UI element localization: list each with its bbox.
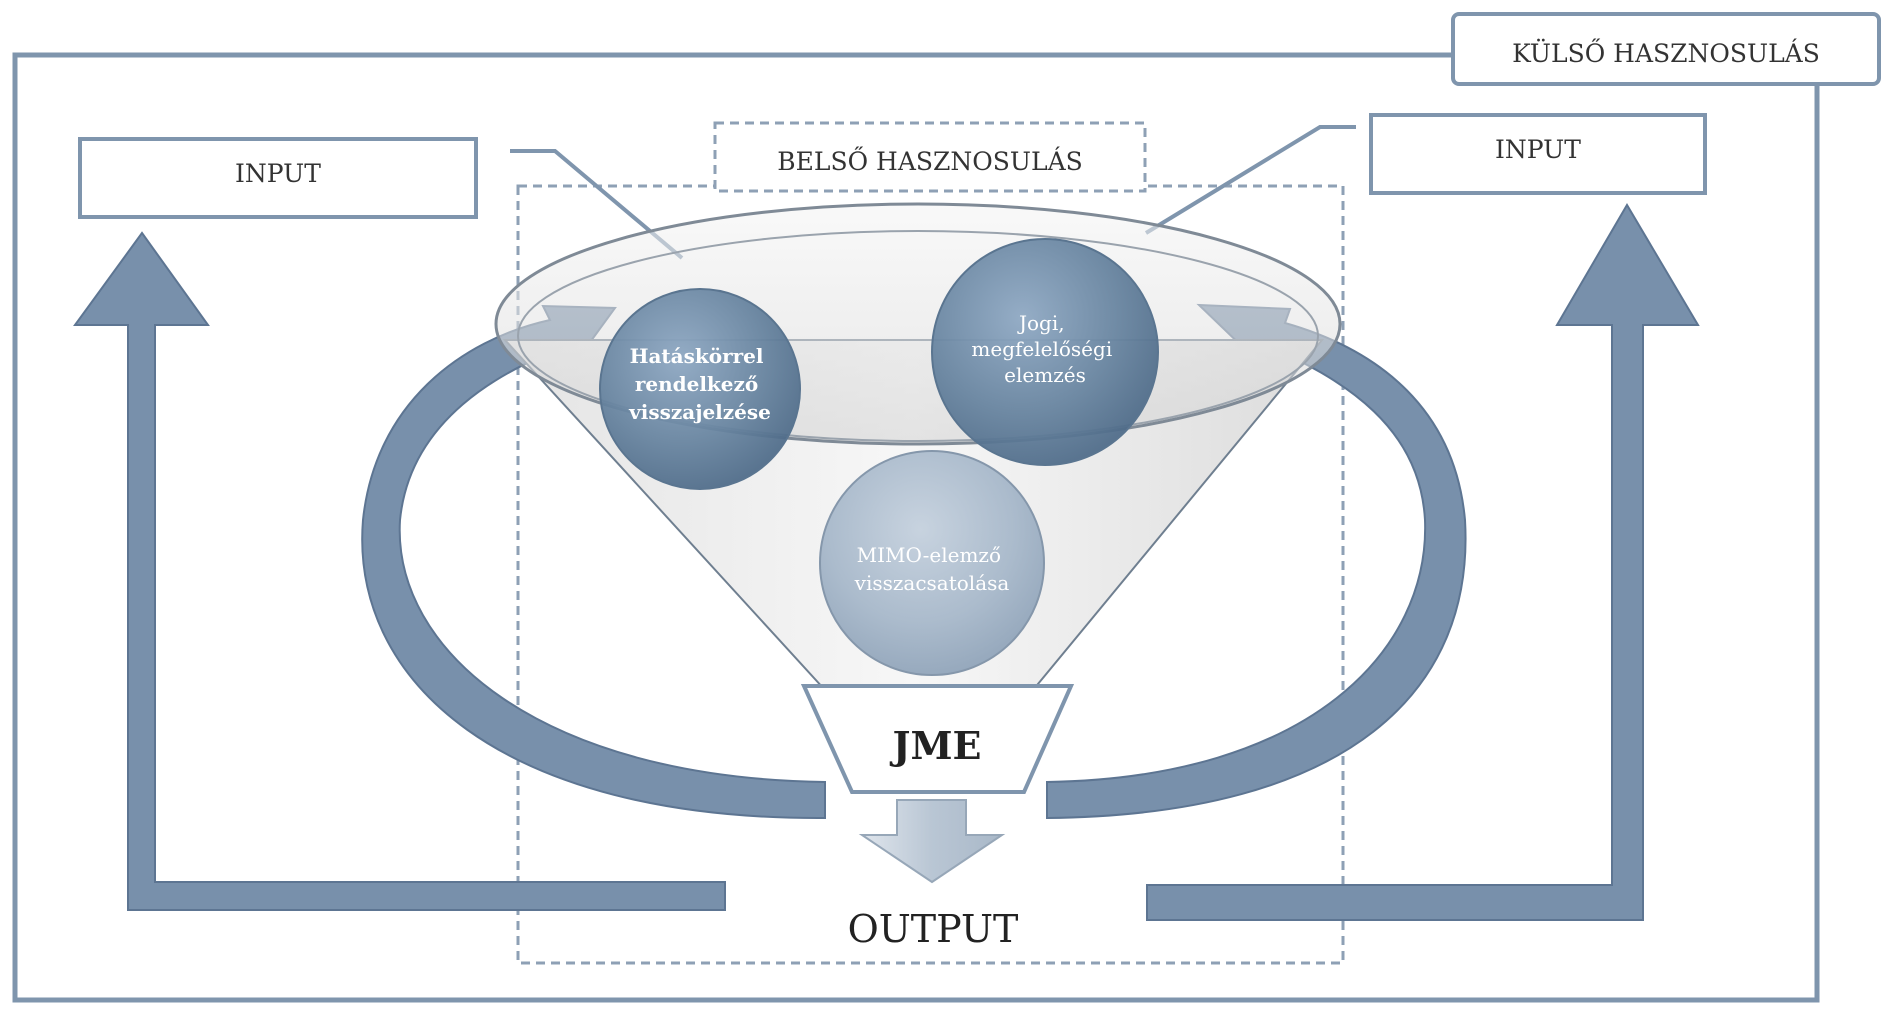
down-arrow — [858, 799, 1006, 884]
funnel-label: JME — [889, 723, 981, 768]
arrow-right-up — [1146, 203, 1700, 921]
arrow-left-up — [73, 231, 726, 911]
input-left-box — [78, 137, 478, 219]
circle-right — [931, 238, 1159, 466]
inner-label-box — [713, 121, 1147, 193]
output-label: OUTPUT — [848, 907, 1019, 951]
circle-left-line-3: visszajelzése — [628, 400, 771, 424]
circle-right-line-1: Jogi, — [1017, 311, 1065, 335]
inner-label: BELSŐ HASZNOSULÁS — [777, 147, 1083, 176]
outer-label: KÜLSŐ HASZNOSULÁS — [1512, 39, 1820, 68]
input-right-label: INPUT — [1495, 135, 1581, 164]
circle-bottom-text: MIMO-elemző visszacsatolása — [854, 543, 1010, 595]
input-left-label: INPUT — [235, 159, 321, 188]
circle-left-line-2: rendelkező — [635, 372, 758, 396]
circle-bottom-line-1: MIMO-elemző — [857, 543, 1001, 567]
circle-bottom-line-2: visszacsatolása — [854, 571, 1010, 595]
outer-label-box — [1451, 12, 1881, 86]
input-left-connector — [510, 149, 684, 260]
circle-bottom — [819, 450, 1045, 676]
circle-left-line-1: Hatáskörrel — [630, 344, 764, 368]
circle-left — [599, 288, 801, 490]
circle-right-text: Jogi, megfelelőségi elemzés — [971, 311, 1118, 387]
circle-right-line-2: megfelelőségi — [971, 337, 1112, 361]
funnel-spout — [800, 684, 1075, 794]
input-right-connector — [1144, 125, 1356, 235]
outer-frame — [12, 52, 1820, 1003]
input-right-box — [1369, 113, 1707, 195]
funnel-rim-inner — [517, 230, 1319, 442]
circle-left-text: Hatáskörrel rendelkező visszajelzése — [628, 344, 771, 424]
circle-right-line-3: elemzés — [1004, 363, 1086, 387]
